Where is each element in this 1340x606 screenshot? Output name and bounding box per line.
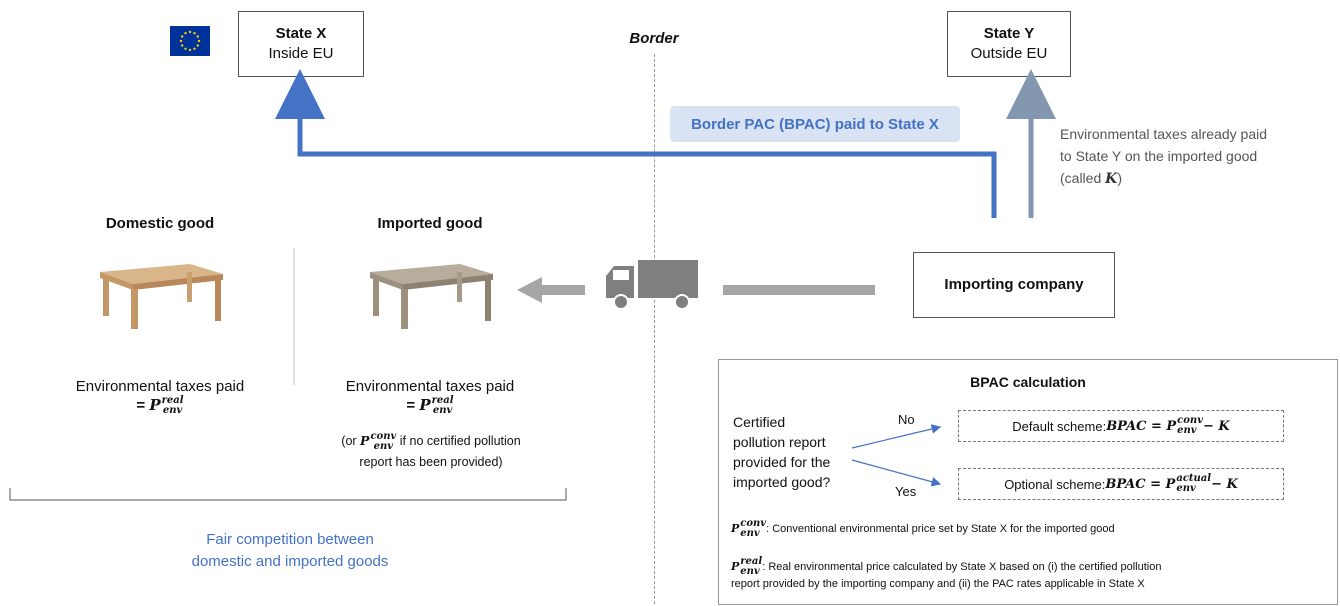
taxes-note-line1: Environmental taxes already paid — [1060, 126, 1268, 142]
eu-star — [196, 44, 199, 47]
eu-flag-icon — [170, 26, 210, 56]
imported-table-icon — [370, 264, 493, 329]
border-line — [654, 54, 655, 604]
yes-label: Yes — [895, 484, 917, 499]
state-y-taxes-note: Environmental taxes already paid to Stat… — [1060, 123, 1267, 190]
border-label: Border — [629, 30, 679, 47]
imported-taxes-label: Environmental taxes paid — [345, 378, 515, 395]
eu-star — [179, 39, 183, 43]
eu-star — [193, 47, 196, 50]
state-y-box: State Y Outside EU — [947, 11, 1071, 77]
goods-bracket — [9, 488, 567, 501]
bpac-calc-panel — [718, 359, 1338, 605]
bpac-question: Certified pollution report provided for … — [733, 414, 831, 490]
state-x-sub: Inside EU — [268, 45, 334, 62]
bpac-calc-title: BPAC calculation — [970, 374, 1086, 390]
domestic-table-icon — [100, 264, 223, 329]
eu-star — [196, 35, 199, 38]
eu-star — [181, 35, 184, 38]
truck-icon — [606, 260, 698, 310]
no-label: No — [898, 412, 915, 427]
eu-star — [188, 48, 192, 52]
taxes-note-line3: (called K) — [1060, 170, 1122, 187]
state-y-sub: Outside EU — [970, 45, 1048, 62]
yes-arrow — [851, 459, 942, 487]
eu-star — [181, 44, 184, 47]
bpac-paid-label: Border PAC (BPAC) paid to State X — [670, 106, 960, 142]
eu-star — [197, 39, 201, 43]
bpac-flow-arrow — [275, 69, 997, 218]
importing-company-box: Importing company — [913, 252, 1115, 318]
eu-star — [188, 30, 192, 34]
taxes-note-line2: to State Y on the imported good — [1060, 148, 1258, 164]
no-arrow — [851, 424, 942, 449]
state-x-name: State X — [275, 25, 327, 42]
domestic-taxes-label: Environmental taxes paid — [75, 378, 245, 395]
goods-arrow-head — [517, 277, 542, 303]
eu-star — [193, 32, 196, 35]
importing-company-label: Importing company — [944, 276, 1084, 293]
state-y-name: State Y — [983, 25, 1035, 42]
eu-star — [184, 47, 187, 50]
state-x-box: State X Inside EU — [238, 11, 364, 77]
domestic-title: Domestic good — [105, 215, 215, 232]
imported-title: Imported good — [377, 215, 483, 232]
eu-star — [184, 32, 187, 35]
fair-competition-text: Fair competition between domestic and im… — [191, 531, 389, 570]
